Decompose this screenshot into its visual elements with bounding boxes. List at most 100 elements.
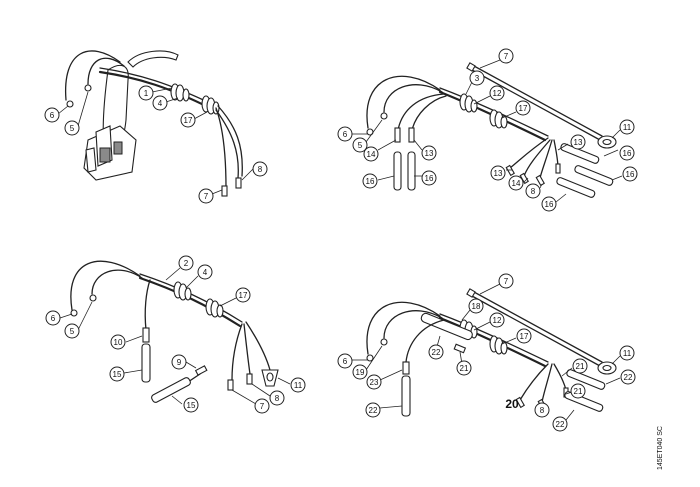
- svg-text:9: 9: [177, 358, 182, 367]
- svg-text:17: 17: [239, 291, 248, 300]
- svg-text:13: 13: [574, 138, 583, 147]
- callout-16: 16: [622, 166, 638, 182]
- callout-22: 22: [620, 369, 636, 385]
- callout-13: 13: [570, 134, 586, 150]
- connector-10: [142, 327, 150, 343]
- ring-terminal-6: [70, 309, 78, 317]
- grommet-17: [201, 95, 220, 115]
- grommet-1: [170, 83, 190, 102]
- callout-7: 7: [498, 48, 514, 64]
- svg-text:3: 3: [475, 74, 480, 83]
- callout-18: 18: [468, 298, 484, 314]
- svg-text:22: 22: [624, 373, 633, 382]
- svg-text:22: 22: [556, 420, 565, 429]
- svg-text:11: 11: [623, 349, 632, 358]
- ring-terminal-5: [380, 112, 388, 120]
- callout-11: 11: [619, 345, 635, 361]
- grommet-4: [173, 281, 192, 301]
- svg-text:17: 17: [184, 116, 193, 125]
- callout-16: 16: [619, 145, 635, 161]
- plug-15-upright: [141, 343, 151, 383]
- connector-21-mid: [453, 343, 467, 354]
- svg-text:7: 7: [260, 402, 265, 411]
- callout-19: 19: [352, 364, 368, 380]
- callout-15: 15: [183, 397, 199, 413]
- svg-text:5: 5: [70, 124, 75, 133]
- svg-text:6: 6: [343, 357, 348, 366]
- svg-text:5: 5: [70, 327, 75, 336]
- callout-17: 17: [235, 287, 251, 303]
- main-cable: [438, 316, 547, 368]
- callout-5: 5: [352, 137, 368, 153]
- svg-text:12: 12: [493, 89, 502, 98]
- svg-text:12: 12: [493, 316, 502, 325]
- group-label-20: 20: [505, 397, 519, 411]
- svg-text:16: 16: [545, 200, 554, 209]
- callout-5: 5: [64, 323, 80, 339]
- callout-3: 3: [469, 70, 485, 86]
- callout-23: 23: [366, 374, 382, 390]
- svg-text:22: 22: [369, 406, 378, 415]
- callout-5: 5: [64, 120, 80, 136]
- callout-12: 12: [489, 312, 505, 328]
- svg-text:2: 2: [184, 259, 189, 268]
- plug-15-lying: [151, 377, 191, 403]
- svg-text:14: 14: [367, 150, 376, 159]
- connector-14: [394, 127, 401, 143]
- svg-text:17: 17: [520, 332, 529, 341]
- callout-13: 13: [490, 165, 506, 181]
- flat-terminal-8: [246, 373, 253, 385]
- connector-9: [194, 365, 208, 376]
- svg-text:4: 4: [203, 268, 208, 277]
- callout-21: 21: [456, 360, 472, 376]
- callout-4: 4: [197, 264, 213, 280]
- plug-16-left: [393, 151, 402, 191]
- callout-17: 17: [515, 100, 531, 116]
- callout-8: 8: [269, 390, 285, 406]
- ring-terminal-5: [84, 84, 92, 92]
- callout-2: 2: [178, 255, 194, 271]
- svg-text:16: 16: [366, 177, 375, 186]
- svg-text:16: 16: [425, 174, 434, 183]
- callout-14: 14: [508, 175, 524, 191]
- handle-tube: [127, 50, 179, 68]
- plug-16-right: [407, 151, 416, 191]
- sleeve-22: [420, 312, 473, 341]
- callout-16: 16: [362, 173, 378, 189]
- svg-text:14: 14: [512, 179, 521, 188]
- callout-8: 8: [534, 402, 550, 418]
- ground-wire: [471, 69, 601, 141]
- callout-22: 22: [552, 416, 568, 432]
- svg-text:18: 18: [472, 302, 481, 311]
- svg-text:6: 6: [343, 130, 348, 139]
- variant-bottom-left: 2 4 17 6 5 10 9 15 11 8 7 15: [45, 255, 306, 414]
- svg-text:16: 16: [626, 170, 635, 179]
- plug-16-b: [574, 165, 614, 186]
- drawing-code: 145ET040 SC: [657, 426, 664, 470]
- callout-7: 7: [254, 398, 270, 414]
- callout-22: 22: [365, 402, 381, 418]
- connector-23: [402, 361, 410, 375]
- callout-13: 13: [421, 145, 437, 161]
- plug-16-c: [556, 177, 596, 198]
- svg-text:16: 16: [623, 149, 632, 158]
- svg-text:23: 23: [370, 378, 379, 387]
- plug-16-a: [560, 143, 600, 164]
- svg-text:7: 7: [504, 52, 509, 61]
- svg-text:15: 15: [187, 401, 196, 410]
- svg-text:6: 6: [50, 111, 55, 120]
- grommet-12: [459, 93, 478, 113]
- callout-6: 6: [337, 126, 353, 142]
- callout-9: 9: [171, 354, 187, 370]
- callout-6: 6: [45, 310, 61, 326]
- svg-text:22: 22: [432, 348, 441, 357]
- callout-8: 8: [525, 183, 541, 199]
- variant-top-left: 6 5 1 4 17 7 8: [44, 50, 268, 204]
- callout-8: 8: [252, 161, 268, 177]
- svg-text:21: 21: [574, 387, 583, 396]
- grommet-17: [205, 298, 224, 318]
- callout-11: 11: [290, 377, 306, 393]
- svg-text:6: 6: [51, 314, 56, 323]
- variant-top-right: 7 3 12 17 11 6 5 14 13 16 16 13 16 13 14…: [337, 48, 638, 212]
- grommet-17: [489, 109, 508, 129]
